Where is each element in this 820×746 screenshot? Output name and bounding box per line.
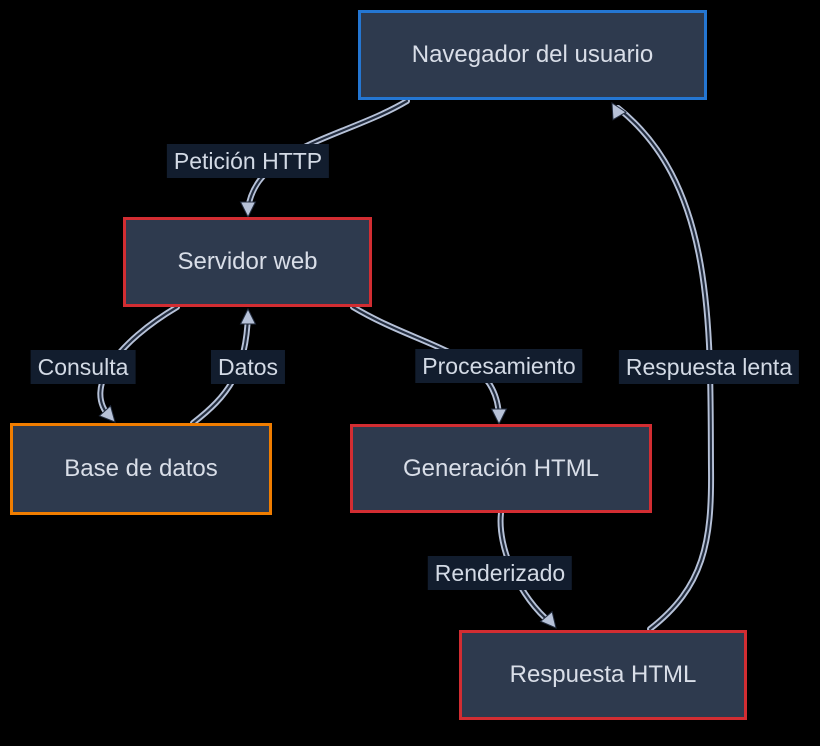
edge-label-peticion-http: Petición HTTP	[166, 144, 330, 178]
edge-label-consulta: Consulta	[30, 350, 136, 384]
node-base-de-datos: Base de datos	[10, 423, 272, 515]
node-label: Base de datos	[64, 455, 218, 482]
arrowhead-icon	[239, 307, 257, 325]
edge-label-respuesta-lenta: Respuesta lenta	[618, 350, 800, 384]
arrowhead-icon	[539, 610, 557, 629]
arrowhead-icon	[611, 102, 627, 121]
node-label: Servidor web	[177, 248, 318, 275]
node-label: Generación HTML	[402, 454, 600, 482]
edge-respuesta-to-navegador	[611, 102, 715, 632]
node-label: Navegador del usuario	[411, 41, 654, 68]
node-respuesta-html: Respuesta HTML	[459, 630, 747, 720]
arrowhead-icon	[239, 201, 257, 219]
node-generacion-html: Generación HTML	[350, 424, 652, 513]
node-label: Respuesta HTML	[509, 661, 697, 688]
edge-label-procesamiento: Procesamiento	[415, 349, 583, 383]
arrowhead-icon	[490, 408, 508, 426]
node-servidor-web: Servidor web	[123, 217, 372, 307]
arrowhead-icon	[98, 404, 116, 423]
edge-label-datos: Datos	[210, 350, 286, 384]
node-navegador-del-usuario: Navegador del usuario	[358, 10, 707, 100]
edge-label-renderizado: Renderizado	[427, 556, 573, 590]
